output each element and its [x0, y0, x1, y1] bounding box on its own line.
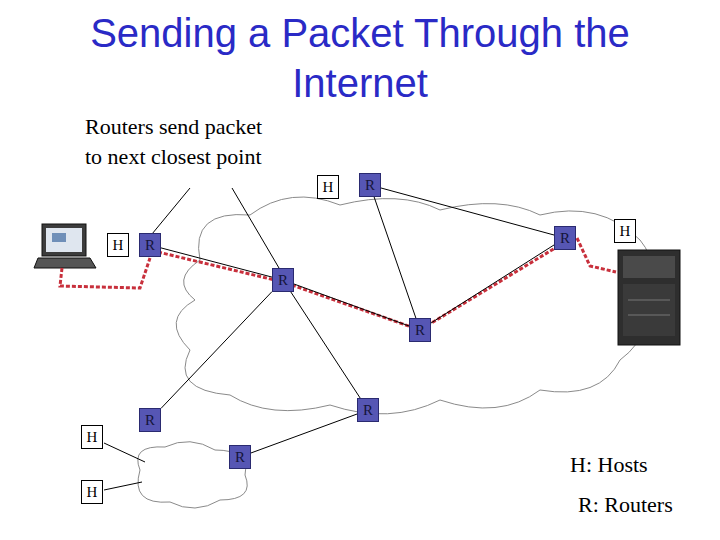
router-box: R: [272, 268, 294, 292]
host-letter: H: [87, 484, 98, 500]
network-link: [291, 292, 360, 398]
packet-path: [577, 238, 616, 272]
network-link: [161, 248, 272, 277]
network-link: [251, 414, 357, 453]
host-box: H: [107, 233, 129, 257]
server-panel: [623, 284, 675, 336]
router-letter: R: [145, 412, 155, 428]
server-panel: [623, 256, 675, 278]
host-letter: H: [87, 429, 98, 445]
router-letter: R: [365, 177, 375, 193]
slide-title: Sending a Packet Through the Internet: [40, 8, 680, 108]
leader-line: [152, 188, 190, 234]
router-letter: R: [278, 272, 288, 288]
router-box: R: [409, 318, 431, 342]
router-letter: R: [415, 322, 425, 338]
internet-cloud: [176, 197, 650, 414]
server-body: [618, 250, 680, 345]
legend-entry: H: Hosts: [570, 452, 648, 478]
host-letter: H: [323, 179, 334, 195]
network-link: [374, 197, 416, 318]
host-letter: H: [113, 237, 124, 253]
host-wire: [104, 482, 142, 490]
router-box: R: [359, 173, 381, 197]
router-letter: R: [363, 402, 373, 418]
laptop-icon: [34, 224, 96, 268]
server-icon: [618, 250, 680, 345]
host-box: H: [614, 219, 636, 243]
host-wire: [104, 443, 145, 462]
network-link: [381, 188, 554, 235]
server-slot: [628, 315, 670, 316]
router-box: R: [139, 233, 161, 257]
server-slot: [628, 300, 670, 301]
network-link: [431, 245, 554, 323]
laptop-base: [34, 258, 96, 268]
laptop-window: [52, 233, 66, 242]
network-link: [294, 284, 409, 326]
router-box: R: [139, 408, 161, 432]
router-letter: R: [560, 230, 570, 246]
router-box: R: [229, 445, 251, 469]
packet-path: [60, 258, 150, 288]
callout-note: Routers send packet to next closest poin…: [85, 112, 273, 172]
host-box: H: [81, 425, 103, 449]
router-letter: R: [235, 449, 245, 465]
laptop-screen: [46, 228, 82, 252]
router-box: R: [357, 398, 379, 422]
router-letter: R: [145, 237, 155, 253]
leader-line: [232, 188, 279, 268]
packet-path: [158, 242, 565, 330]
host-box: H: [317, 175, 339, 199]
router-box: R: [554, 226, 576, 250]
host-box: H: [81, 480, 103, 504]
host-letter: H: [620, 223, 631, 239]
network-link: [161, 292, 272, 409]
legend-entry: R: Routers: [578, 492, 673, 518]
laptop-screen-frame: [42, 224, 86, 256]
